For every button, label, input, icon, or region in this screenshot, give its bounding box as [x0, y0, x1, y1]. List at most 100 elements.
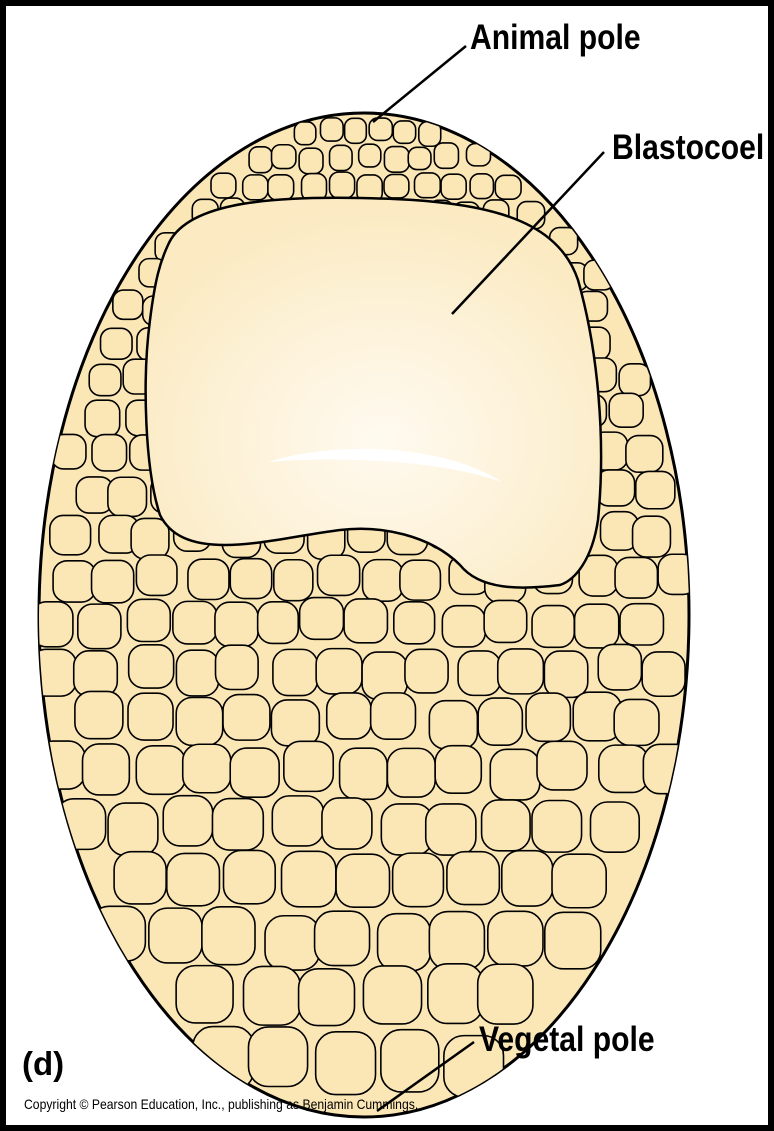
blastomere-cell	[642, 652, 685, 696]
blastomere-cell	[619, 364, 650, 396]
blastomere-cell	[91, 906, 146, 961]
blastomere-cell	[176, 698, 222, 746]
blastomere-cell	[478, 964, 533, 1024]
blastomere-cell	[394, 602, 435, 644]
blastomere-cell	[384, 174, 409, 198]
blastomere-cell	[408, 147, 431, 169]
blastomere-cell	[268, 175, 294, 200]
blastomere-cell	[435, 746, 481, 793]
blastomere-cell	[330, 172, 355, 198]
blastomere-cell	[85, 400, 120, 437]
blastomere-cell	[113, 290, 143, 319]
blastomere-cell	[359, 144, 381, 167]
blastomere-cell	[243, 175, 268, 200]
blastomere-cell	[498, 649, 544, 694]
blastomere-cell	[393, 121, 415, 143]
animal-pole-leader	[373, 46, 466, 122]
blastomere-cell	[284, 741, 333, 791]
blastomere-cell	[183, 744, 231, 793]
blastomere-cell	[447, 852, 499, 905]
blastomere-cell	[127, 599, 170, 641]
blastomere-cell	[53, 561, 95, 602]
blastomere-cell	[344, 599, 387, 643]
blastomere-cell	[428, 964, 483, 1024]
blastomere-cell	[414, 173, 440, 198]
blastomere-cell	[322, 798, 372, 849]
blastomere-cell	[336, 854, 389, 907]
blastomere-cell	[108, 477, 147, 516]
blastomere-cell	[212, 799, 263, 851]
blastomere-cell	[193, 1027, 254, 1090]
blastomere-cell	[633, 516, 671, 557]
blastomere-cell	[271, 700, 319, 746]
blastomere-cell	[31, 649, 76, 696]
blastomere-cell	[434, 143, 458, 168]
blastomere-cell	[598, 644, 641, 689]
blastomere-cell	[544, 651, 587, 697]
blastomere-cell	[426, 804, 476, 855]
blastomere-cell	[89, 364, 121, 395]
blastomere-cell	[495, 175, 521, 199]
blastomere-cell	[658, 554, 697, 594]
blastomere-cell	[114, 852, 166, 904]
blastomere-cell	[215, 602, 258, 646]
blastomere-cell	[484, 600, 527, 642]
blastocoel-label: Blastocoel	[612, 128, 764, 168]
blastomere-cell	[320, 118, 343, 141]
blastomere-cell	[300, 598, 344, 640]
blastomere-cell	[599, 745, 649, 792]
blastomere-cell	[272, 796, 323, 846]
blastomere-cell	[299, 969, 355, 1026]
blastomere-cell	[620, 604, 663, 645]
blastomere-cell	[363, 966, 421, 1024]
blastomere-cell	[230, 559, 271, 599]
blastomere-cell	[75, 691, 123, 738]
blastomere-cell	[488, 911, 543, 966]
blastomere-cell	[371, 693, 416, 739]
blastomere-cell	[405, 649, 448, 693]
blastomere-cell	[176, 650, 218, 696]
blastomere-cell	[56, 799, 105, 850]
blastomere-cell	[363, 560, 403, 602]
blastomere-cell	[545, 912, 601, 969]
blastomere-cell	[149, 908, 202, 963]
blastomere-cell	[176, 966, 233, 1023]
blastocoel-cavity	[146, 198, 601, 588]
blastomere-cell	[643, 744, 692, 793]
blastomere-cell	[173, 601, 217, 644]
embryo	[31, 113, 697, 1117]
blastomere-cell	[441, 174, 466, 199]
blastomere-cell	[345, 118, 367, 143]
blastomere-cell	[609, 393, 643, 427]
blastomere-cell	[129, 645, 174, 688]
blastomere-cell	[249, 147, 272, 173]
blastomere-cell	[211, 173, 236, 198]
blastomere-cell	[316, 649, 362, 694]
animal-pole-label: Animal pole	[470, 18, 641, 58]
blastomere-cell	[552, 854, 606, 908]
blastomere-cell	[478, 698, 522, 745]
blastomere-cell	[258, 602, 299, 644]
blastomere-cell	[282, 851, 336, 907]
copyright-notice: Copyright © Pearson Education, Inc., pub…	[24, 1096, 418, 1112]
blastomere-cell	[532, 606, 574, 648]
blastomere-cell	[384, 147, 409, 173]
blastomere-cell	[83, 744, 130, 795]
blastomere-cell	[330, 145, 353, 170]
blastomere-cell	[626, 436, 663, 473]
blastomere-cell	[216, 645, 259, 689]
blastomere-cell	[575, 604, 619, 648]
blastomere-cell	[429, 912, 484, 970]
blastomere-cell	[265, 916, 320, 970]
blastomere-cell	[108, 803, 158, 855]
blastomere-cell	[37, 741, 85, 789]
blastomere-cell	[316, 1032, 376, 1095]
blastomere-cell	[136, 555, 177, 595]
blastomere-cell	[274, 560, 313, 601]
vegetal-pole-label: Vegetal pole	[479, 1020, 655, 1060]
blastomere-cell	[466, 144, 490, 166]
blastomere-cell	[327, 693, 371, 739]
blastomere-cell	[502, 851, 553, 906]
blastomere-cell	[248, 1027, 307, 1087]
blastomere-cell	[223, 695, 270, 741]
